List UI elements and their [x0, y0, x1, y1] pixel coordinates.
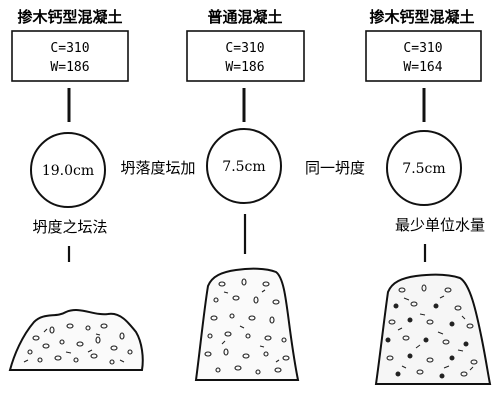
cement-value-middle: C=310 — [225, 41, 264, 56]
cement-value-right: C=310 — [403, 41, 442, 56]
aggregate-texture-right — [385, 284, 478, 379]
slump-value-right: 7.5cm — [402, 161, 445, 177]
slump-value-left: 19.0cm — [42, 163, 94, 179]
comparison-label-right: 同一坍度 — [305, 159, 365, 177]
slump-cone-middle — [194, 267, 300, 381]
column-middle: 普通混凝土 C=310 W=186 7.5cm — [186, 8, 305, 381]
mix-box-right — [365, 30, 482, 82]
column-right: 掺木钙型混凝土 C=310 W=164 7.5cm 最少单位水量 — [365, 8, 492, 385]
caption-left: 坍度之坛法 — [32, 218, 107, 236]
aggregate-texture-middle — [204, 278, 290, 375]
water-value-left: W=186 — [50, 60, 89, 75]
slump-circle-right — [386, 130, 462, 206]
caption-right: 最少单位水量 — [395, 216, 485, 234]
mix-box-left — [11, 30, 129, 82]
mix-title-right: 掺木钙型混凝土 — [369, 8, 474, 26]
column-left: 掺木钙型混凝土 C=310 W=186 19.0cm 坍度之坛法 — [8, 8, 144, 371]
mix-box-middle — [186, 30, 305, 82]
aggregate-texture-left — [23, 323, 133, 365]
slump-value-middle: 7.5cm — [222, 159, 265, 175]
comparison-label-left: 坍落度坛加 — [120, 159, 195, 177]
slump-circle-middle — [206, 128, 282, 204]
cement-value-left: C=310 — [50, 41, 89, 56]
mix-title-middle: 普通混凝土 — [207, 8, 282, 26]
slumped-concrete-left — [8, 309, 144, 371]
mix-title-left: 掺木钙型混凝土 — [17, 8, 122, 26]
slump-cone-right — [374, 273, 492, 385]
water-value-middle: W=186 — [225, 60, 264, 75]
water-value-right: W=164 — [403, 60, 442, 75]
slump-circle-left — [30, 132, 106, 208]
